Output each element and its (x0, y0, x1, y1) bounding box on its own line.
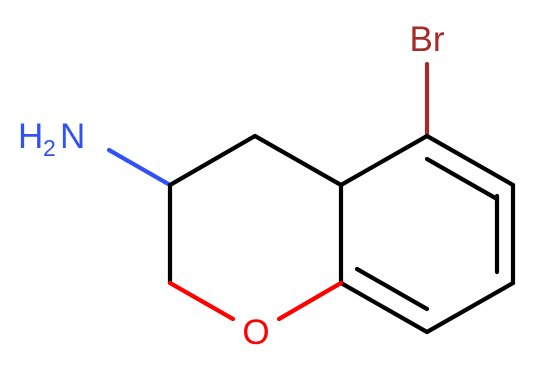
bond-c5-c6-inner (424, 156, 500, 202)
bond-c4-c3 (167, 133, 258, 188)
bromine-atom-label: Br (410, 20, 445, 59)
bond-c5-c4a (338, 133, 430, 188)
amine-group-label: H 2 N (18, 117, 85, 161)
bond-c7-c8 (424, 280, 516, 335)
amine-hydrogen-count: 2 (43, 135, 56, 161)
amine-hydrogen-label: H (18, 117, 43, 156)
bond-c5-c6-outer (424, 133, 516, 188)
bond-c4a-c4 (252, 133, 344, 188)
bond-c8-c8a (338, 280, 430, 335)
amine-nitrogen-label: N (60, 117, 85, 156)
bonds (106, 61, 516, 335)
bond-c8-c8a-inner (354, 266, 430, 312)
oxygen-atom-label: O (242, 313, 269, 352)
bond-o-c8a (276, 280, 344, 322)
bond-c3-n (106, 147, 173, 188)
bond-c2-o (167, 280, 236, 322)
